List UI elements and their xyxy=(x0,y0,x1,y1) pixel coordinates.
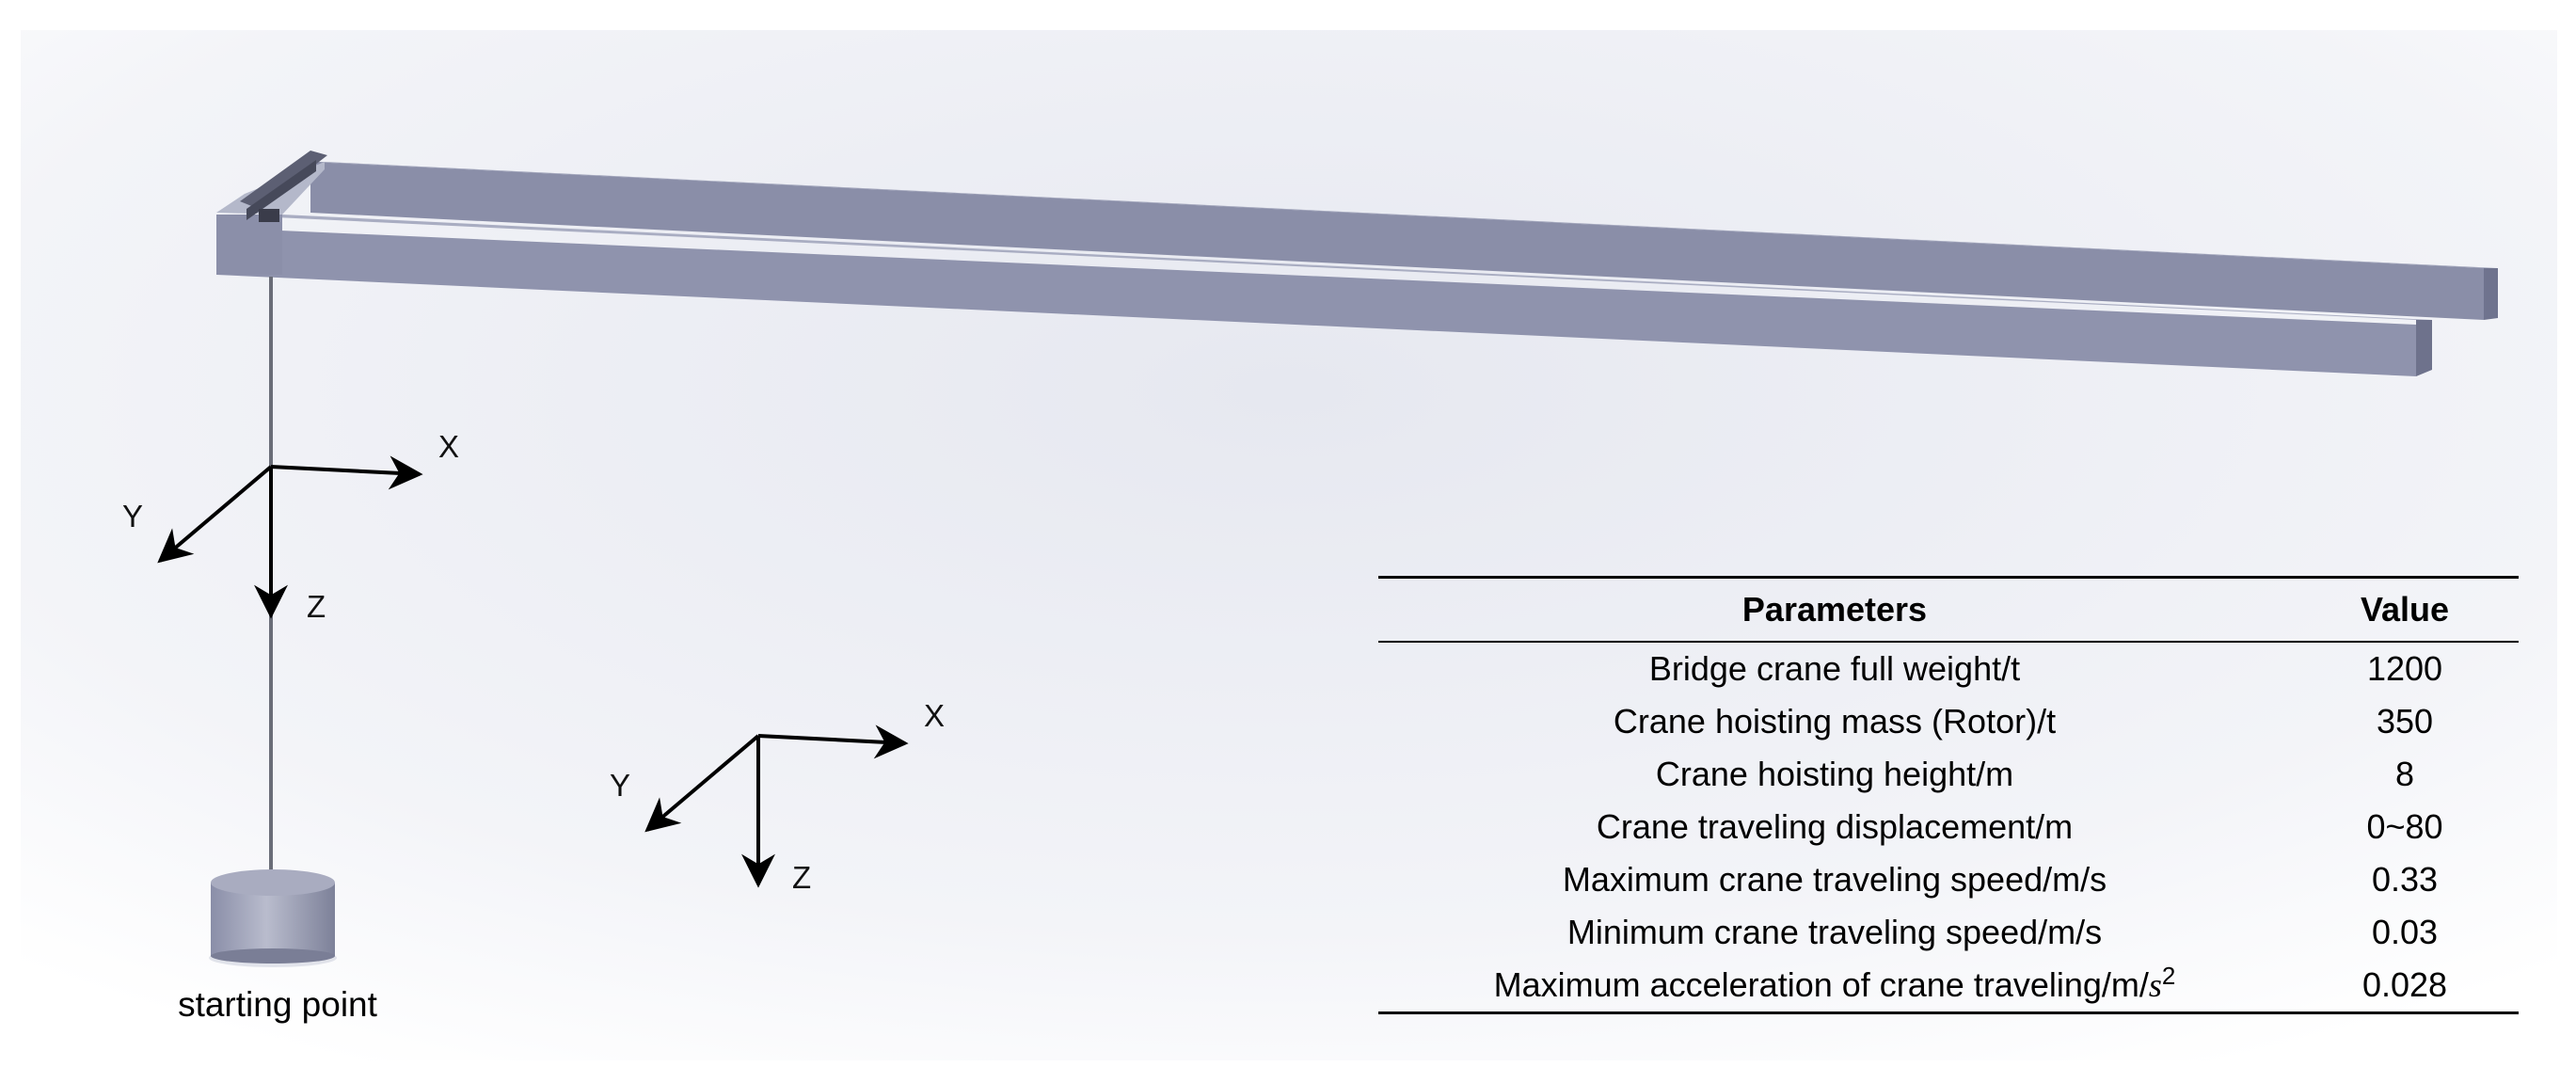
param-cell: Maximum crane traveling speed/m/s xyxy=(1562,860,2107,899)
load-caption: starting point xyxy=(178,985,378,1024)
param-text: Maximum acceleration of crane traveling/… xyxy=(1493,965,2149,1004)
bridge-girders xyxy=(216,151,2498,376)
x-axis-arrow xyxy=(270,455,423,490)
front-girder-top xyxy=(216,215,2432,320)
value-cell: 0~80 xyxy=(2366,807,2443,846)
front-girder-end xyxy=(2416,320,2432,376)
param-cell: Bridge crane full weight/t xyxy=(1648,649,2021,688)
coordinate-frame-global: X Y Z xyxy=(610,698,945,895)
param-cell: Minimum crane traveling speed/m/s xyxy=(1566,913,2103,951)
table-row: Crane traveling displacement/m 0~80 xyxy=(1378,801,2519,853)
x-axis-label: X xyxy=(924,698,945,733)
parameter-table: Parameters Value Bridge crane full weigh… xyxy=(1378,576,2519,1014)
header-value: Value xyxy=(2291,577,2519,643)
coordinate-frame-rope: X Y Z xyxy=(122,429,459,624)
value-cell: 0.03 xyxy=(2371,913,2439,951)
table-row: Crane hoisting mass (Rotor)/t 350 xyxy=(1378,695,2519,748)
front-girder-front xyxy=(216,228,2416,376)
value-cell: 0.028 xyxy=(2361,965,2448,1004)
end-carriage-front xyxy=(216,215,282,275)
back-girder-end xyxy=(2484,268,2498,320)
x-axis-label: X xyxy=(438,429,459,464)
rotor-load xyxy=(209,869,337,967)
table-row: Bridge crane full weight/t 1200 xyxy=(1378,642,2519,695)
value-cell: 8 xyxy=(2394,755,2415,793)
header-parameters: Parameters xyxy=(1378,577,2291,643)
value-cell: 350 xyxy=(2376,702,2434,741)
param-cell: Crane hoisting height/m xyxy=(1655,755,2014,793)
param-cell: Crane traveling displacement/m xyxy=(1596,807,2074,846)
back-girder-top xyxy=(310,162,2498,268)
z-axis-label: Z xyxy=(307,589,326,624)
unit-exponent: 2 xyxy=(2161,962,2176,990)
table-row: Minimum crane traveling speed/m/s 0.03 xyxy=(1378,906,2519,959)
table-row: Maximum crane traveling speed/m/s 0.33 xyxy=(1378,853,2519,906)
table-row: Maximum acceleration of crane traveling/… xyxy=(1378,959,2519,1013)
table-header-row: Parameters Value xyxy=(1378,577,2519,643)
z-axis-label: Z xyxy=(792,860,811,895)
y-axis-label: Y xyxy=(610,768,630,803)
param-cell: Crane hoisting mass (Rotor)/t xyxy=(1613,702,2057,741)
back-girder-front xyxy=(310,162,2484,320)
x-axis-arrow xyxy=(757,725,909,759)
unit-variable: s xyxy=(2148,966,2162,1004)
trolley xyxy=(240,151,327,222)
value-cell: 0.33 xyxy=(2371,860,2439,899)
value-cell: 1200 xyxy=(2366,649,2443,688)
y-axis-arrow xyxy=(644,734,760,833)
y-axis-label: Y xyxy=(122,499,143,534)
table-row: Crane hoisting height/m 8 xyxy=(1378,748,2519,801)
param-cell: Maximum acceleration of crane traveling/… xyxy=(1378,959,2291,1013)
y-axis-arrow xyxy=(157,465,273,564)
